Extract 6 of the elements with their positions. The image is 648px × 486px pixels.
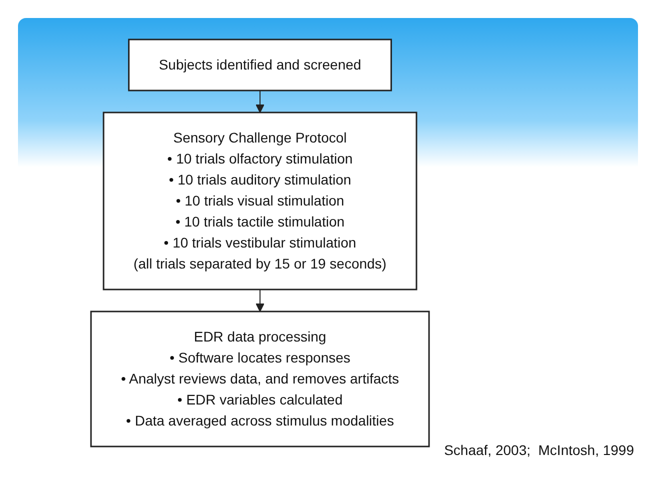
citation-text: Schaaf, 2003; McIntosh, 1999 [444,442,634,458]
node-box: Subjects identified and screened [128,38,392,92]
arrow [256,289,264,312]
node-box: Sensory Challenge Protocol • 10 trials olfactory stimulation • 10 trials auditory stimulation • 10 trials visual stimulation • 10 trials tactile stimulation • 10 trials vestibular stimulation (all trials separated by 15 or 19 seconds) [102,112,418,290]
arrow [256,90,264,113]
node-box: EDR data processing • Software locates responses • Analyst reviews data, and removes artifacts • EDR variables calculated • Data averaged across stimulus modalities [90,310,430,448]
